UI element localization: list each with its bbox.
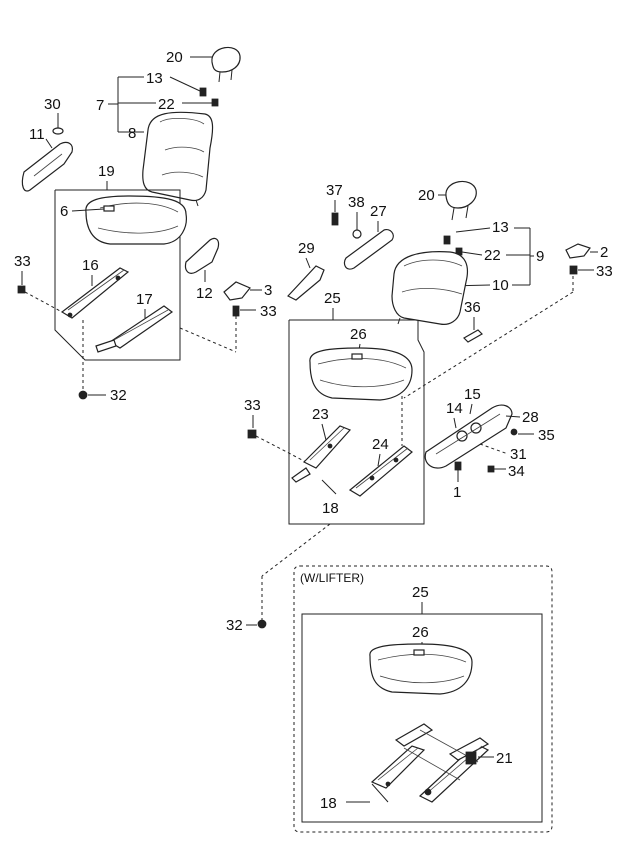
callout-7: 7 [96,97,104,114]
bolt-icon [569,265,578,275]
headrest-left [211,46,241,83]
callout-18: 18 [322,500,339,517]
bolt-icon [17,285,26,294]
screw-icon [331,212,339,226]
bracket-3 [223,281,251,301]
clip-icon [199,87,207,97]
callout-13: 13 [492,219,509,236]
assembly-box-25-lifter [301,613,543,823]
screw-icon [487,465,495,473]
callout-27: 27 [370,203,387,220]
callout-18: 18 [320,795,337,812]
callout-34: 34 [508,463,525,480]
cap-icon [52,127,64,135]
screw-icon [454,461,462,471]
callout-26: 26 [412,624,429,641]
callout-26: 26 [350,326,367,343]
lifter-box [293,565,553,833]
washer-icon [352,229,362,239]
callout-25: 25 [324,290,341,307]
callout-20: 20 [166,49,183,66]
cap-36 [463,329,483,343]
side-cover-left [21,141,73,192]
headrest-right [445,180,477,221]
callout-35: 35 [538,427,555,444]
seat-rail-17 [95,305,174,353]
bolt-icon [232,305,240,317]
seat-rail-16 [60,267,130,319]
clip-icon [211,98,219,107]
seat-cushion-lifter [369,643,473,695]
screw-icon [510,428,518,436]
seat-cushion-center [309,347,413,401]
callout-9: 9 [536,248,544,265]
callout-23: 23 [312,406,329,423]
callout-33: 33 [596,263,613,280]
callout-36: 36 [464,299,481,316]
bolt-icon [247,429,257,439]
callout-28: 28 [522,409,539,426]
seat-back-right [391,251,469,325]
callout-25: 25 [412,584,429,601]
seat-back-left [142,111,214,207]
lifter-box-label: (W/LIFTER) [300,571,364,585]
callout-24: 24 [372,436,389,453]
callout-16: 16 [82,257,99,274]
callout-15: 15 [464,386,481,403]
callout-3: 3 [264,282,272,299]
callout-10: 10 [492,277,509,294]
callout-8: 8 [128,125,136,142]
callout-32: 32 [110,387,127,404]
seat-cushion-left [85,195,187,245]
callout-21: 21 [496,750,513,767]
callout-2: 2 [600,244,608,261]
bracket-12 [184,237,220,274]
callout-12: 12 [196,285,213,302]
callout-6: 6 [60,203,68,220]
callout-37: 37 [326,182,343,199]
callout-31: 31 [510,446,527,463]
callout-22: 22 [158,96,175,113]
callout-33: 33 [14,253,31,270]
clip-2 [565,243,591,259]
callout-33: 33 [260,303,277,320]
callout-33: 33 [244,397,261,414]
seat-rail-23 [291,425,352,483]
callout-20: 20 [418,187,435,204]
callout-17: 17 [136,291,153,308]
assembly-box-19 [54,189,181,361]
callout-29: 29 [298,240,315,257]
armrest-27 [343,229,394,270]
nut-icon [78,390,88,400]
callout-32: 32 [226,617,243,634]
seat-lifter-frame [370,723,490,803]
side-cover-right [424,404,513,469]
callout-38: 38 [348,194,365,211]
callout-19: 19 [98,163,115,180]
callout-22: 22 [484,247,501,264]
callout-14: 14 [446,400,463,417]
nut-icon [257,619,267,629]
callout-11: 11 [29,126,45,143]
bracket-29 [287,265,325,301]
callout-30: 30 [44,96,61,113]
seat-rail-24 [348,445,413,497]
callout-1: 1 [453,484,461,501]
clip-icon [443,235,451,245]
callout-13: 13 [146,70,163,87]
